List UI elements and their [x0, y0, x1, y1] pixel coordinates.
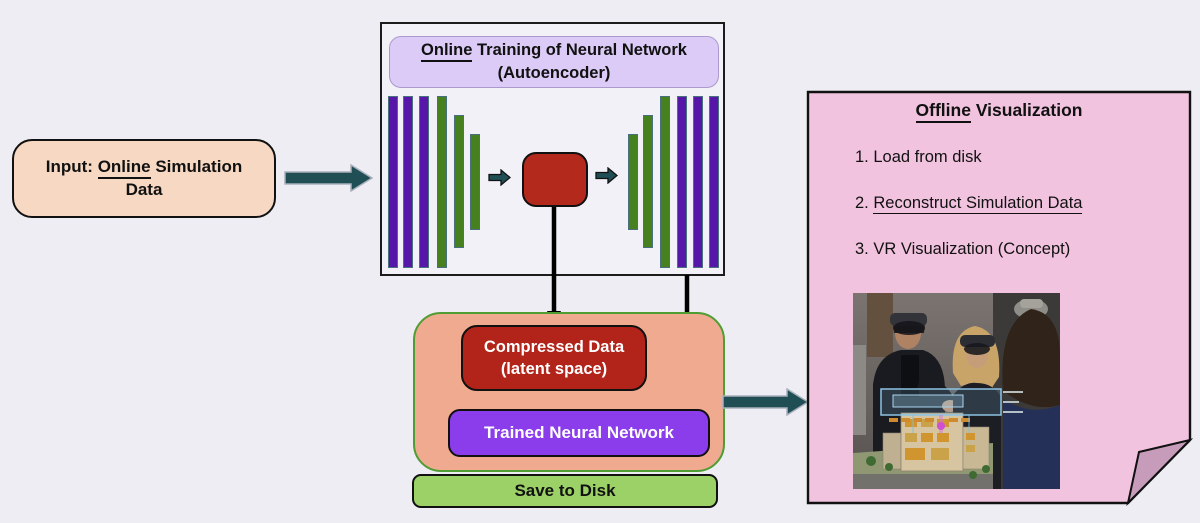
offline-step-item: 3. VR Visualization (Concept)	[855, 240, 1175, 259]
autoencoder-layer-bar	[660, 96, 670, 268]
compressed-data-line2: (latent space)	[500, 360, 608, 378]
compressed-data-box: Compressed Data (latent space)	[461, 325, 647, 391]
autoencoder-layer-bar	[470, 134, 480, 230]
compressed-data-line1: Compressed Data	[483, 337, 625, 356]
autoencoder-layer-bar	[709, 96, 719, 268]
autoencoder-layer-bar	[693, 96, 703, 268]
offline-step-item: 2. Reconstruct Simulation Data	[855, 194, 1175, 214]
holographic-building-model	[853, 388, 1023, 489]
note-folded-corner	[1126, 438, 1194, 507]
woman-back-with-vr-headset	[1002, 299, 1060, 489]
online-training-title: Online Training of Neural Network (Autoe…	[389, 36, 719, 88]
autoencoder-layer-bar	[454, 115, 464, 248]
online-training-title-line2: (Autoencoder)	[497, 64, 611, 82]
offline-step-item: 1. Load from disk	[855, 148, 1175, 167]
autoencoder-layer-bar	[437, 96, 447, 268]
arrow-latent-to-decoder	[595, 167, 618, 184]
online-training-title-line1: Online Training of Neural Network	[421, 39, 687, 62]
autoencoder-layer-bar	[643, 115, 653, 248]
save-to-disk-box: Save to Disk	[412, 474, 718, 508]
arrow-latent-to-compressed	[547, 207, 561, 326]
flow-arrow-disk-to-offline	[722, 388, 810, 416]
offline-step-number: 2.	[855, 194, 874, 212]
offline-step-text: VR Visualization (Concept)	[873, 240, 1071, 258]
input-simulation-data-box: Input: Online Simulation Data	[12, 139, 276, 218]
autoencoder-layer-bar	[388, 96, 398, 268]
autoencoder-layer-bar	[628, 134, 638, 230]
flow-arrow-input-to-training	[284, 164, 374, 192]
autoencoder-layer-bar	[677, 96, 687, 268]
arrow-encoder-to-latent	[488, 169, 511, 186]
trained-neural-network-box: Trained Neural Network	[448, 409, 710, 457]
save-to-disk-label: Save to Disk	[514, 481, 616, 500]
offline-step-number: 1.	[855, 148, 874, 166]
offline-steps-list: 1. Load from disk 2. Reconstruct Simulati…	[855, 148, 1175, 286]
input-box-label: Input: Online Simulation Data	[45, 156, 243, 199]
offline-step-number: 3.	[855, 240, 874, 258]
ar-visualization-photo	[853, 293, 1060, 489]
offline-step-text: Reconstruct Simulation Data	[873, 194, 1083, 214]
offline-step-text: Load from disk	[873, 148, 982, 166]
trained-neural-network-label: Trained Neural Network	[484, 423, 674, 442]
autoencoder-layer-bar	[403, 96, 413, 268]
autoencoder-layer-bar	[419, 96, 429, 268]
offline-visualization-title: Offline Visualization	[808, 100, 1190, 123]
latent-space-node	[522, 152, 588, 207]
